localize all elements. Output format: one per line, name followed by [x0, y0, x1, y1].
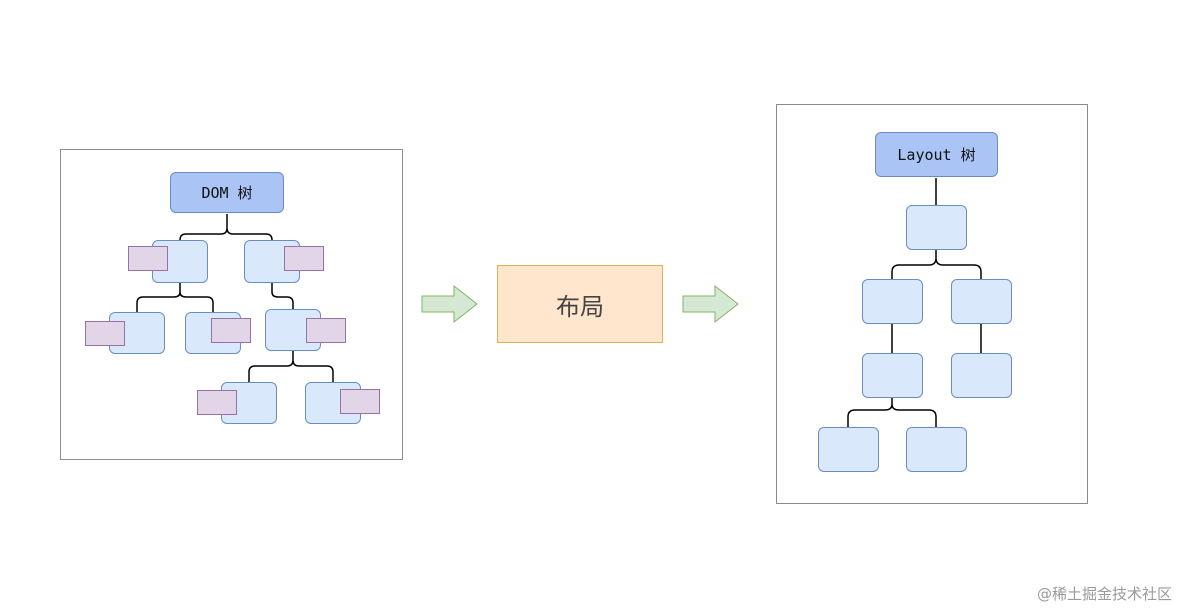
dom-style-tag [306, 318, 346, 343]
layout-node-l3-right [951, 353, 1012, 398]
dom-style-tag [128, 246, 168, 271]
dom-tree-title: DOM 树 [201, 184, 253, 202]
dom-style-tag [85, 321, 125, 346]
dom-node-l2-c [265, 309, 321, 351]
arrow-right-icon [421, 284, 478, 324]
dom-tree-root: DOM 树 [170, 172, 284, 213]
layout-node-l4-left [818, 427, 879, 472]
layout-node-l2-right [951, 279, 1012, 324]
layout-tree-root: Layout 树 [875, 132, 998, 177]
layout-tree-title: Layout 树 [897, 146, 976, 164]
watermark: @稀土掘金技术社区 [1036, 585, 1172, 603]
layout-node-l1 [906, 205, 967, 250]
layout-process-box: 布局 [497, 265, 663, 343]
dom-style-tag [284, 246, 324, 271]
dom-style-tag [340, 389, 380, 414]
process-label: 布局 [556, 292, 604, 321]
arrow-right-icon [682, 284, 739, 324]
layout-node-l3-left [862, 353, 923, 398]
dom-style-tag [197, 390, 237, 415]
layout-node-l4-right [906, 427, 967, 472]
layout-node-l2-left [862, 279, 923, 324]
dom-style-tag [211, 318, 251, 343]
